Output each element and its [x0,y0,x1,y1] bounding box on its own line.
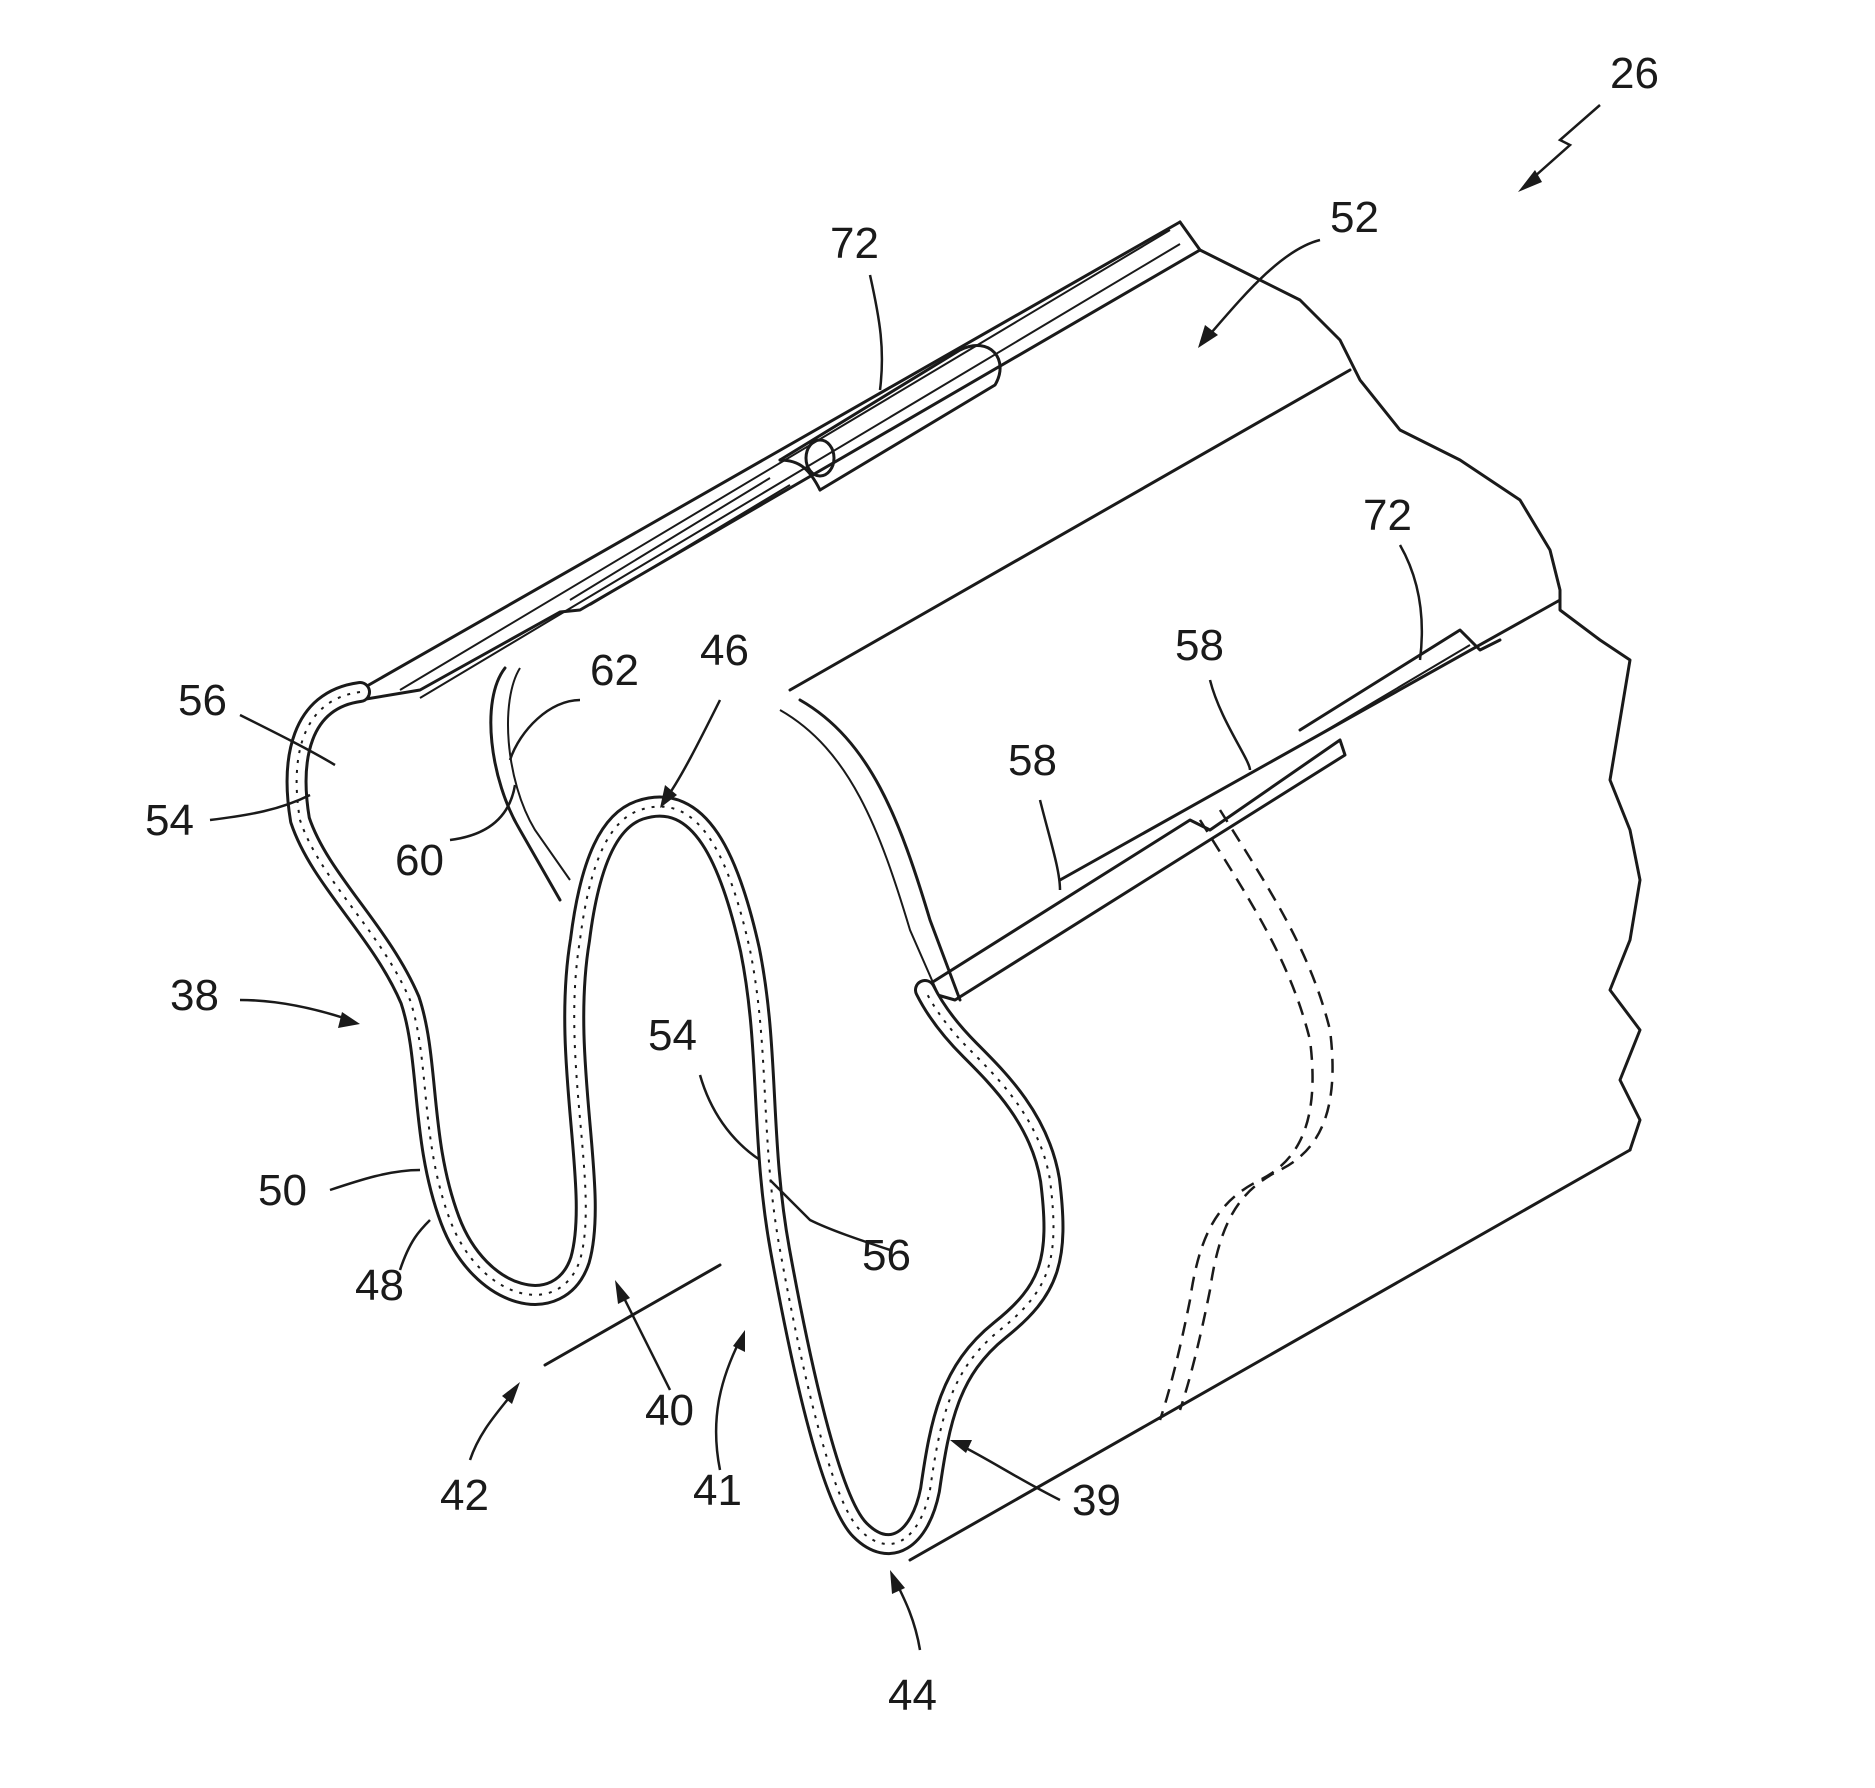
hidden-lines [1160,810,1333,1420]
arrow-38 [338,1012,360,1028]
top-flange-strip [400,230,1180,698]
upper-ridge-back-edge [360,250,1200,700]
mid-groove-line [790,370,1350,690]
label-41: 41 [693,1466,742,1515]
label-40: 40 [645,1386,694,1435]
leader-72-top [870,275,882,390]
rear-slot-groove [1310,645,1470,740]
lower-trough-edge-right [910,1150,1630,1560]
arrow-42 [502,1382,520,1404]
label-62: 62 [590,646,639,695]
slot-wall-60-62-inner [508,668,570,880]
leader-58-b [1040,800,1060,890]
label-50: 50 [258,1166,307,1215]
leader-39 [960,1445,1060,1500]
torn-right-edge [1180,222,1640,1150]
label-54-left: 54 [145,796,194,845]
arrow-40 [615,1280,630,1304]
leader-62 [510,700,580,760]
label-58-b: 58 [1008,736,1057,785]
leader-60 [450,785,515,840]
leader-52 [1205,240,1320,340]
label-48: 48 [355,1261,404,1310]
arrow-39 [950,1440,972,1453]
label-60: 60 [395,836,444,885]
upper-ridge-front-edge [360,222,1180,690]
sheet-body [360,222,1640,1560]
leader-40 [620,1290,670,1390]
hidden-contour-a [1160,820,1313,1420]
label-46: 46 [700,626,749,675]
label-56-top: 56 [178,676,227,725]
leader-38 [240,1000,350,1020]
leader-46 [665,700,720,800]
label-44: 44 [888,1671,937,1720]
label-58-a: 58 [1175,621,1224,670]
label-72-top: 72 [830,219,879,268]
reference-numerals: 26 52 72 72 58 58 56 62 46 54 60 38 54 5… [145,49,1659,1720]
label-38: 38 [170,971,219,1020]
label-72-right: 72 [1363,491,1412,540]
hidden-contour-b [1180,810,1333,1410]
leader-41 [716,1340,740,1470]
leader-54-mid [700,1075,760,1160]
label-56-mid: 56 [862,1231,911,1280]
second-crest-flank-inner [780,710,945,1010]
label-26: 26 [1610,49,1659,98]
label-54-mid: 54 [648,1011,697,1060]
leader-58-a [1210,680,1250,770]
label-39: 39 [1072,1476,1121,1525]
leader-50 [330,1170,420,1190]
leader-72-right [1400,545,1422,660]
slot-wall-60-62 [491,668,560,900]
arrow-44 [890,1570,905,1594]
label-52: 52 [1330,193,1379,242]
label-42: 42 [440,1471,489,1520]
leader-48 [400,1220,430,1270]
